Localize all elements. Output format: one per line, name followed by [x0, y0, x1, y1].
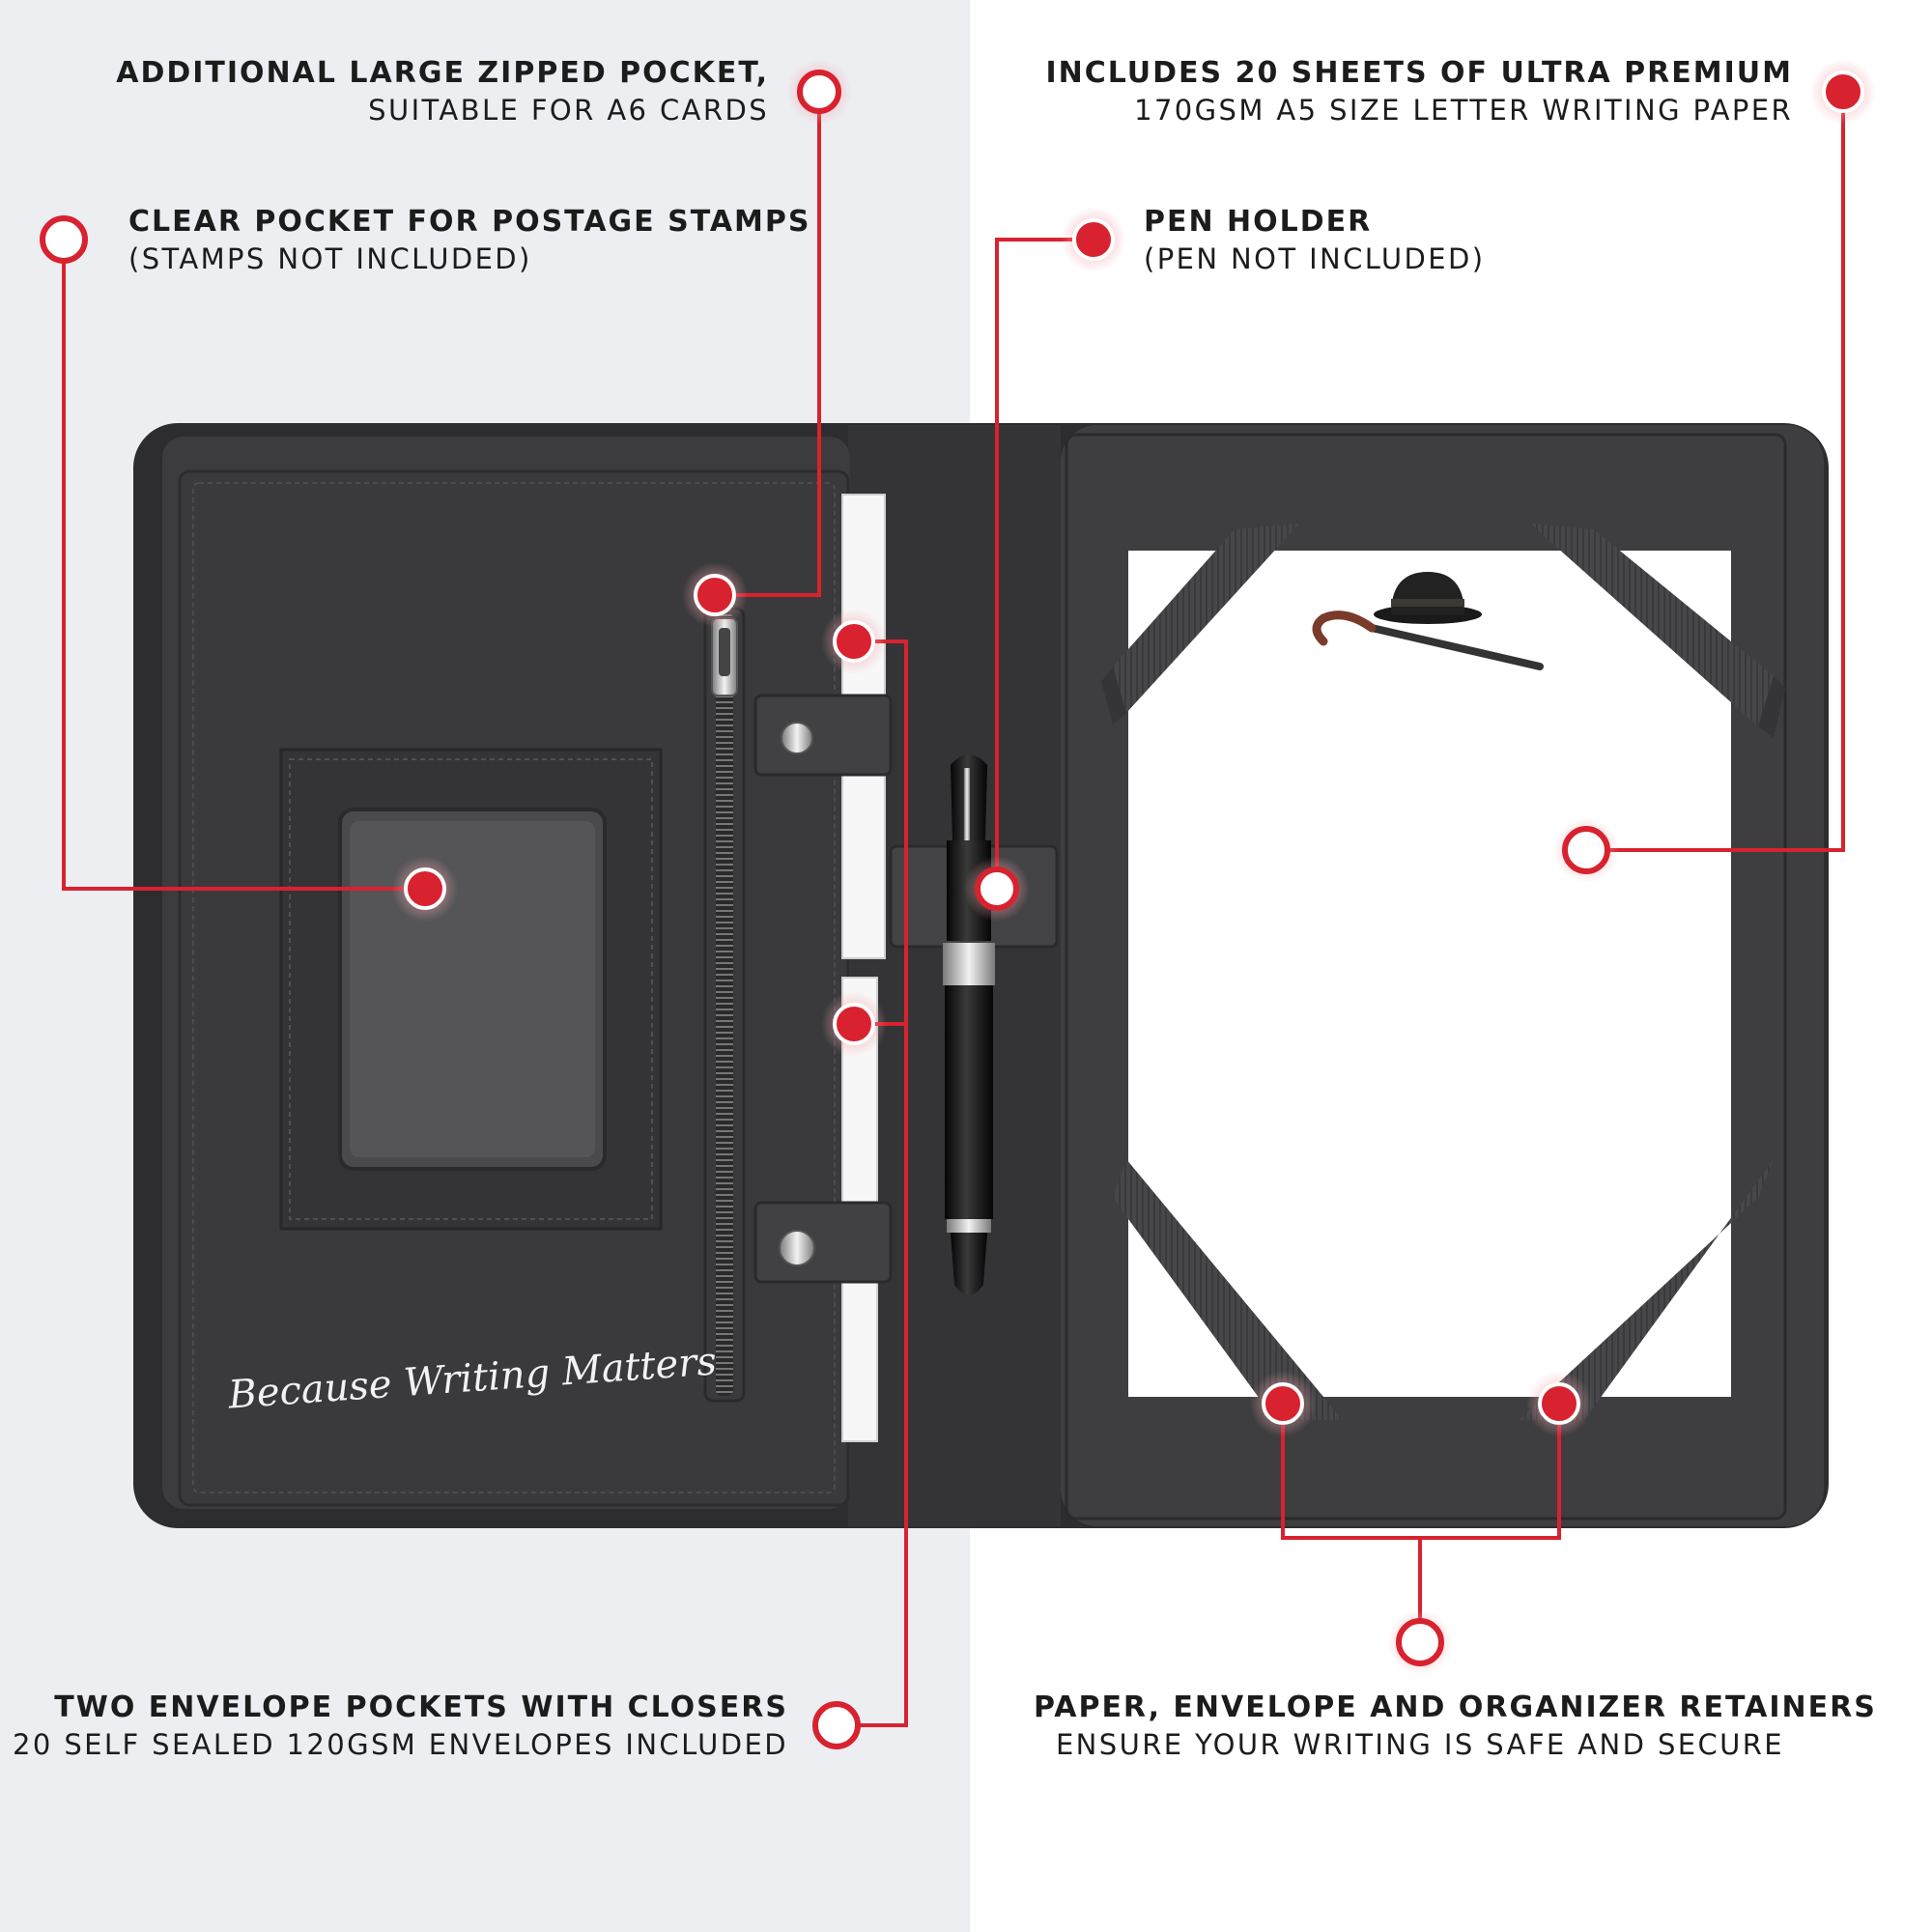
- corner-strap-bottom-left: [1113, 1159, 1343, 1420]
- label-pen-holder-subtitle: (PEN NOT INCLUDED): [1144, 242, 1486, 275]
- hotspot-envelope-top[interactable]: [821, 609, 887, 674]
- label-paper-sheets: INCLUDES 20 SHEETS OF ULTRA PREMIUM 170G…: [1045, 54, 1793, 129]
- callout-dot-zipped-pocket[interactable]: [786, 59, 852, 125]
- label-pen-holder-title: PEN HOLDER: [1144, 205, 1373, 239]
- callout-dot-retainers[interactable]: [1387, 1609, 1453, 1675]
- label-paper-sheets-subtitle: 170GSM A5 SIZE LETTER WRITING PAPER: [1134, 94, 1793, 127]
- hotspot-strap-bottom-right[interactable]: [1526, 1371, 1592, 1436]
- label-retainers: PAPER, ENVELOPE AND ORGANIZER RETAINERS …: [1034, 1689, 1877, 1764]
- label-retainers-title: PAPER, ENVELOPE AND ORGANIZER RETAINERS: [1034, 1690, 1877, 1724]
- label-envelope-pockets-subtitle: 20 SELF SEALED 120GSM ENVELOPES INCLUDED: [13, 1728, 788, 1761]
- snap-button-top: [781, 722, 813, 754]
- hotspot-envelope-bottom[interactable]: [821, 991, 887, 1057]
- hotspot-zipper[interactable]: [682, 562, 748, 628]
- hat-umbrella-emblem: [1312, 572, 1544, 670]
- corner-strap-top-right: [1530, 524, 1774, 726]
- label-clear-pocket-subtitle: (STAMPS NOT INCLUDED): [128, 242, 532, 275]
- callout-dot-clear-pocket[interactable]: [40, 215, 88, 264]
- callout-dot-envelope-pockets[interactable]: [812, 1701, 861, 1749]
- label-envelope-pockets-title: TWO ENVELOPE POCKETS WITH CLOSERS: [54, 1690, 788, 1724]
- label-zipped-pocket-subtitle: SUITABLE FOR A6 CARDS: [368, 94, 769, 127]
- label-zipped-pocket-title: ADDITIONAL LARGE ZIPPED POCKET,: [116, 56, 769, 90]
- label-envelope-pockets: TWO ENVELOPE POCKETS WITH CLOSERS 20 SEL…: [13, 1689, 788, 1764]
- snap-button-bottom: [779, 1230, 815, 1266]
- envelope-strap-bottom: [753, 1201, 893, 1284]
- hotspot-stamp-window[interactable]: [392, 856, 458, 922]
- label-pen-holder: PEN HOLDER (PEN NOT INCLUDED): [1144, 203, 1485, 278]
- fountain-pen: [943, 754, 995, 1295]
- label-paper-sheets-title: INCLUDES 20 SHEETS OF ULTRA PREMIUM: [1045, 56, 1793, 90]
- label-clear-pocket: CLEAR POCKET FOR POSTAGE STAMPS (STAMPS …: [128, 203, 811, 278]
- corner-strap-top-left: [1113, 524, 1299, 713]
- zipper-track: [716, 613, 733, 1396]
- writing-paper: [1128, 551, 1731, 1397]
- label-retainers-subtitle: ENSURE YOUR WRITING IS SAFE AND SECURE: [1055, 1728, 1785, 1761]
- label-zipped-pocket: ADDITIONAL LARGE ZIPPED POCKET, SUITABLE…: [116, 54, 769, 129]
- hotspot-paper[interactable]: [1553, 817, 1619, 883]
- hotspot-strap-bottom-left[interactable]: [1250, 1371, 1316, 1436]
- hotspot-pen-holder[interactable]: [964, 856, 1030, 922]
- envelope-strap-top: [753, 694, 893, 777]
- callout-dot-pen-holder[interactable]: [1061, 207, 1126, 272]
- callout-dot-paper-sheets[interactable]: [1810, 59, 1876, 125]
- label-clear-pocket-title: CLEAR POCKET FOR POSTAGE STAMPS: [128, 205, 811, 239]
